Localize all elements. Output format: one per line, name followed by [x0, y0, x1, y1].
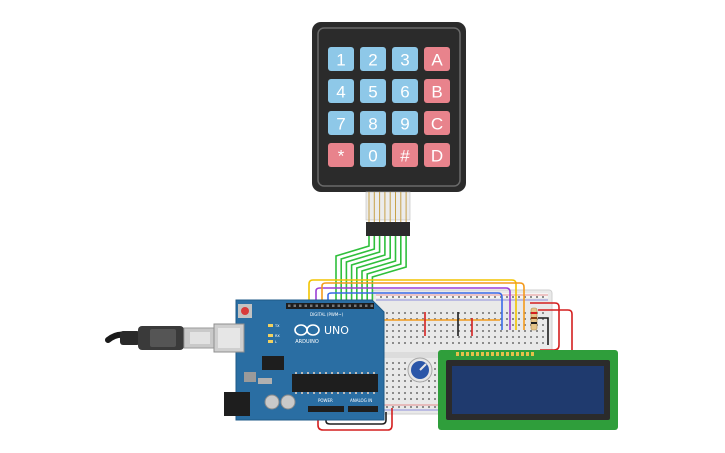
key-hash[interactable]: # [392, 143, 418, 167]
wire-purple [315, 287, 511, 330]
digital-header [286, 303, 374, 309]
key-B[interactable]: B [424, 79, 450, 103]
key-8[interactable]: 8 [360, 111, 386, 135]
wires [308, 236, 573, 431]
key-label: A [431, 51, 443, 70]
led-l-label: L [275, 340, 277, 344]
wire-power-black [325, 410, 387, 425]
power-header [308, 406, 344, 412]
key-label: 5 [368, 83, 377, 102]
brand-label: ARDUINO [295, 339, 319, 345]
analog-header [348, 406, 378, 412]
key-1[interactable]: 1 [328, 47, 354, 71]
wire-red-lcd [530, 302, 560, 351]
key-label: 4 [336, 83, 345, 102]
key-7[interactable]: 7 [328, 111, 354, 135]
wire-orange [321, 282, 525, 330]
key-6[interactable]: 6 [392, 79, 418, 103]
key-label: * [338, 147, 345, 166]
key-label: 9 [400, 115, 409, 134]
wire-power-red [317, 408, 393, 431]
key-C[interactable]: C [424, 111, 450, 135]
keypad-4x4[interactable]: 1 2 3 A 4 5 6 B 7 8 9 C * 0 # D [312, 22, 466, 236]
keypad-connector [366, 222, 410, 236]
atmega-chip [292, 374, 378, 392]
power-jack [224, 392, 250, 416]
usb-cable[interactable] [105, 326, 215, 350]
key-label: D [431, 147, 443, 166]
status-leds: TX RX L [268, 324, 280, 344]
key-D[interactable]: D [424, 143, 450, 167]
key-label: 1 [336, 51, 345, 70]
led-tx-label: TX [274, 324, 280, 328]
key-label: 6 [400, 83, 409, 102]
key-A[interactable]: A [424, 47, 450, 71]
lcd-16x2[interactable] [438, 350, 618, 430]
key-label: B [431, 83, 442, 102]
capacitor-2 [280, 394, 296, 410]
capacitor-1 [264, 394, 280, 410]
key-label: 7 [336, 115, 345, 134]
analog-header-label: ANALOG IN [350, 398, 372, 403]
key-9[interactable]: 9 [392, 111, 418, 135]
key-3[interactable]: 3 [392, 47, 418, 71]
key-label: 0 [368, 147, 377, 166]
key-star[interactable]: * [328, 143, 354, 167]
wire-black-lcd [538, 317, 549, 345]
resistor[interactable] [530, 307, 538, 331]
key-label: # [400, 147, 410, 166]
key-4[interactable]: 4 [328, 79, 354, 103]
key-label: 2 [368, 51, 377, 70]
key-label: 3 [400, 51, 409, 70]
arduino-uno-board[interactable]: DIGITAL (PWM~) ARDUINO UNO TX RX L POW [213, 299, 385, 421]
lcd-screen [452, 366, 604, 414]
wire-blue [327, 292, 503, 330]
board-model-label: UNO [324, 324, 349, 337]
key-2[interactable]: 2 [360, 47, 386, 71]
led-rx-label: RX [275, 334, 280, 338]
key-label: 8 [368, 115, 377, 134]
arduino-logo: ARDUINO [294, 324, 320, 345]
key-0[interactable]: 0 [360, 143, 386, 167]
usb-chip [262, 356, 284, 370]
digital-header-label: DIGITAL (PWM~) [310, 312, 344, 317]
key-5[interactable]: 5 [360, 79, 386, 103]
power-header-label: POWER [318, 398, 333, 403]
potentiometer[interactable] [407, 357, 433, 383]
key-label: C [431, 115, 443, 134]
